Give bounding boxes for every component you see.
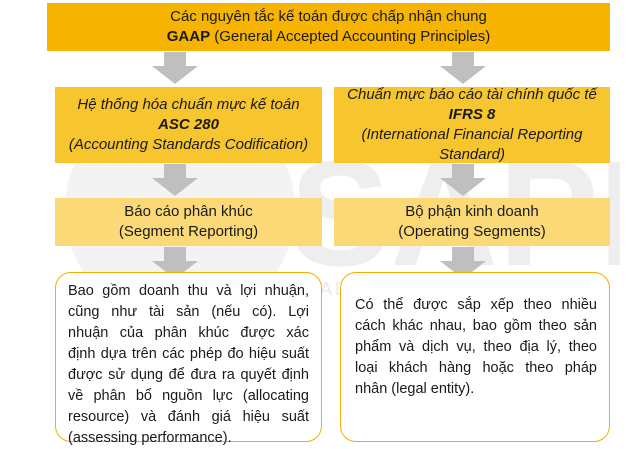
description-line: Bao gồm doanh thu và lợi nhuận,	[68, 283, 309, 299]
segment-reporting-title: Báo cáo phân khúc	[124, 203, 253, 220]
ifrs-title: Chuẩn mực báo cáo tài chính quốc tế	[347, 86, 597, 103]
ifrs-code: IFRS 8	[448, 106, 496, 123]
ifrs-8-box: Chuẩn mực báo cáo tài chính quốc tế IFRS…	[334, 86, 610, 163]
gaap-full: (General Accepted Accounting Principles)	[210, 28, 491, 45]
description-line: về phân bổ nguồn lực (allocating	[68, 388, 309, 404]
description-line: nhuận của phân khúc được xác	[68, 325, 309, 341]
arrow-down-icon	[152, 164, 198, 196]
gaap-abbr: GAAP	[166, 28, 211, 45]
description-line: phẩm và dịch vụ, theo địa lý, theo	[355, 339, 597, 355]
arrow-down-icon	[440, 164, 486, 196]
description-line: (assessing performance).	[68, 430, 232, 446]
description-line: Có thể được sắp xếp theo nhiều	[355, 297, 597, 313]
operating-segments-description: Có thể được sắp xếp theo nhiều cách khác…	[340, 272, 610, 442]
asc-subtitle: (Accounting Standards Codification)	[68, 136, 309, 153]
asc-code: ASC 280	[158, 116, 219, 133]
ifrs-subtitle-1: (International Financial Reporting	[361, 126, 583, 143]
description-line: định dựa trên các phép đo hiệu suất	[68, 346, 309, 362]
gaap-subtitle: GAAP (General Accepted Accounting Princi…	[167, 27, 491, 47]
gaap-box: Các nguyên tắc kế toán được chấp nhận ch…	[47, 3, 610, 51]
ifrs-subtitle-2: Standard)	[439, 146, 505, 163]
segment-reporting-description: Bao gồm doanh thu và lợi nhuận, cũng như…	[55, 272, 322, 446]
description-line: resource) và đánh giá hiệu suất	[68, 409, 309, 425]
description-line: được sử dụng để đưa ra quyết định	[68, 367, 309, 383]
arrow-down-icon	[440, 247, 486, 279]
description-line: nhân (legal entity).	[355, 381, 475, 397]
gaap-title: Các nguyên tắc kế toán được chấp nhận ch…	[170, 8, 487, 25]
arrow-down-icon	[152, 52, 198, 84]
asc-title: Hệ thống hóa chuẩn mực kế toán	[77, 96, 300, 113]
operating-segments-subtitle: (Operating Segments)	[398, 223, 546, 240]
operating-segments-title: Bộ phận kinh doanh	[405, 203, 539, 220]
segment-reporting-subtitle: (Segment Reporting)	[118, 223, 259, 240]
description-line: loại khách hàng hoặc theo pháp	[355, 360, 597, 376]
description-line: cũng như tài sản (nếu có). Lợi	[68, 304, 309, 320]
arrow-down-icon	[440, 52, 486, 84]
asc-280-box: Hệ thống hóa chuẩn mực kế toán ASC 280 (…	[55, 87, 322, 163]
segment-reporting-box: Báo cáo phân khúc (Segment Reporting)	[55, 198, 322, 246]
arrow-down-icon	[152, 247, 198, 279]
description-line: cách khác nhau, bao gồm theo sản	[355, 318, 597, 334]
operating-segments-box: Bộ phận kinh doanh (Operating Segments)	[334, 198, 610, 246]
